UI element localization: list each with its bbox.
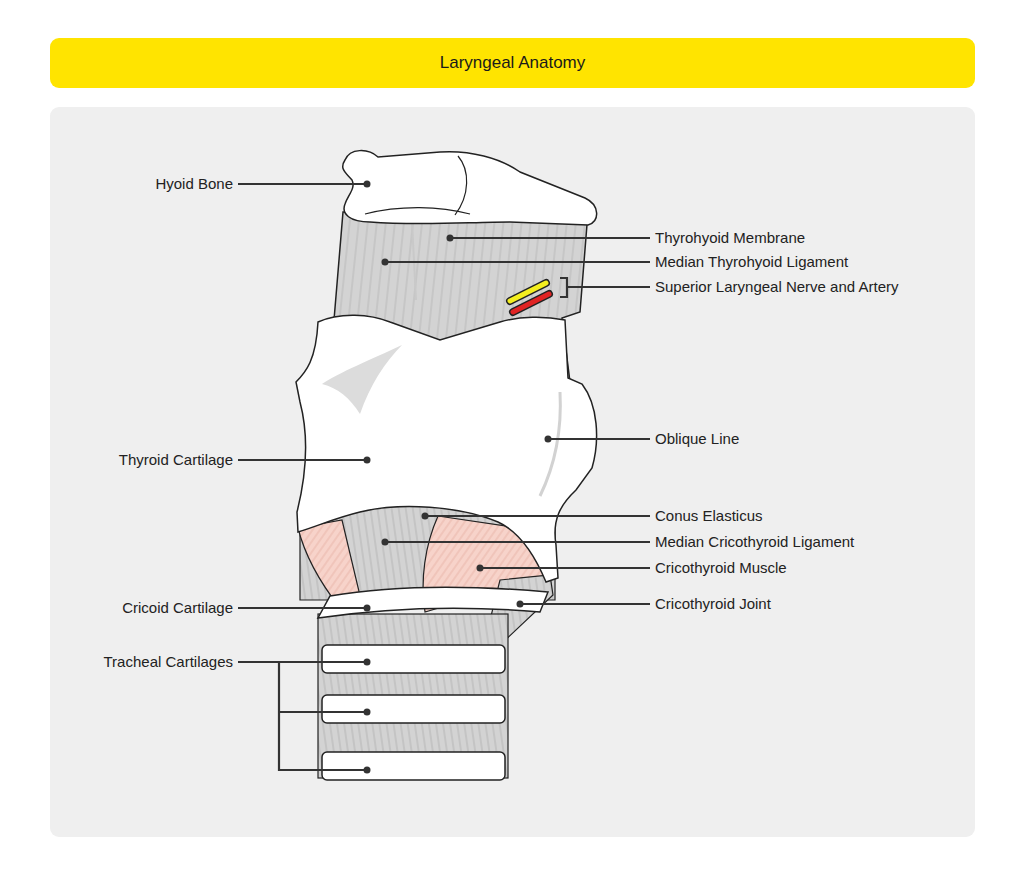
part-label: Conus Elasticus <box>655 507 763 525</box>
part-label: Superior Laryngeal Nerve and Artery <box>655 278 898 296</box>
part-label: Oblique Line <box>655 430 739 448</box>
leader-dot <box>545 436 552 443</box>
part-label: Hyoid Bone <box>155 175 233 193</box>
leader-dot <box>422 513 429 520</box>
leader-dot <box>517 601 524 608</box>
leader-line <box>385 541 650 543</box>
leader-dot <box>364 181 371 188</box>
part-label: Cricothyroid Joint <box>655 595 771 613</box>
leader-line <box>567 286 650 288</box>
leader-line <box>385 261 650 263</box>
leader-dots <box>364 181 552 774</box>
leader-dot <box>364 709 371 716</box>
hyoid-contour <box>365 208 470 214</box>
leader-line <box>520 603 650 605</box>
part-label: Cricothyroid Muscle <box>655 559 787 577</box>
leader-line <box>238 662 367 770</box>
hyoid-contour <box>455 156 467 215</box>
part-label: Thyroid Cartilage <box>119 451 233 469</box>
cricoid-cartilage <box>318 587 548 618</box>
leader-dot <box>364 767 371 774</box>
leader-line <box>238 607 367 609</box>
leader-line <box>480 567 650 569</box>
title-band <box>50 38 975 88</box>
laryngeal-prominence-shade <box>322 345 402 414</box>
bracket <box>560 278 567 297</box>
leader-dot <box>364 457 371 464</box>
leader-line <box>450 237 650 239</box>
artery-outline <box>513 294 549 312</box>
tracheal-ring <box>322 645 505 673</box>
panel <box>50 107 975 837</box>
leader-line <box>425 515 650 517</box>
leader-dot <box>364 659 371 666</box>
leader-line <box>238 459 367 461</box>
tracheal-ring <box>322 752 505 780</box>
leader-line <box>548 438 650 440</box>
part-label: Tracheal Cartilages <box>104 653 234 671</box>
leader-line <box>238 183 367 185</box>
part-label: Median Cricothyroid Ligament <box>655 533 854 551</box>
tracheal-ring <box>322 695 505 723</box>
hyoid-bone <box>343 151 597 225</box>
superior-laryngeal-artery <box>513 294 549 312</box>
leader-dot <box>447 235 454 242</box>
part-label: Median Thyrohyoid Ligament <box>655 253 848 271</box>
leader-dot <box>364 605 371 612</box>
diagram-title: Laryngeal Anatomy <box>50 38 975 88</box>
leader-dot <box>382 259 389 266</box>
part-label: Cricoid Cartilage <box>122 599 233 617</box>
leader-dot <box>477 565 484 572</box>
part-label: Thyrohyoid Membrane <box>655 229 805 247</box>
leader-lines <box>238 184 650 770</box>
leader-dot <box>382 539 389 546</box>
oblique-line <box>540 392 560 496</box>
